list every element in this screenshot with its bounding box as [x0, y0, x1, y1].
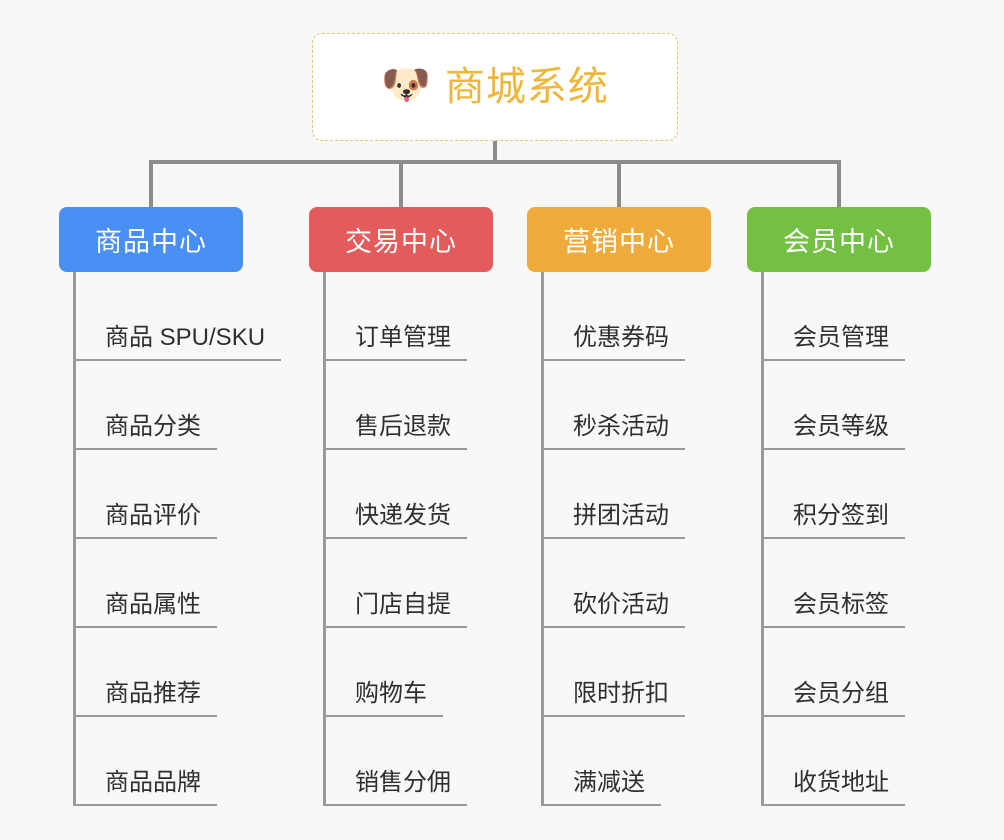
category-box-marketing-center[interactable]: 营销中心 — [527, 207, 711, 272]
list-item[interactable]: 售后退款 — [323, 361, 467, 450]
list-item[interactable]: 会员分组 — [761, 628, 905, 717]
list-item[interactable]: 会员等级 — [761, 361, 905, 450]
list-item[interactable]: 商品品牌 — [73, 717, 281, 806]
connector-root-stem — [493, 141, 497, 163]
list-item[interactable]: 限时折扣 — [541, 628, 685, 717]
list-item-label: 订单管理 — [323, 324, 467, 361]
list-item-label: 购物车 — [323, 680, 443, 717]
category-label: 交易中心 — [345, 227, 457, 257]
list-item[interactable]: 满减送 — [541, 717, 685, 806]
list-item[interactable]: 商品 SPU/SKU — [73, 272, 282, 361]
list-item-label: 商品品牌 — [73, 769, 217, 806]
list-item[interactable]: 积分签到 — [761, 450, 905, 539]
root-title: 商城系统 — [444, 65, 609, 109]
list-item-label: 收货地址 — [761, 769, 905, 806]
list-item-label: 会员管理 — [761, 324, 905, 361]
list-item-label: 商品属性 — [73, 591, 217, 628]
column-items-member-center: 会员管理会员等级积分签到会员标签会员分组收货地址 — [761, 272, 905, 806]
list-item[interactable]: 购物车 — [323, 628, 467, 717]
list-item[interactable]: 订单管理 — [323, 272, 467, 361]
list-item[interactable]: 商品分类 — [73, 361, 281, 450]
category-label: 会员中心 — [783, 227, 895, 257]
category-box-member-center[interactable]: 会员中心 — [747, 207, 931, 272]
list-item-label: 满减送 — [541, 769, 661, 806]
list-item-label: 售后退款 — [323, 413, 467, 450]
category-label: 营销中心 — [563, 227, 675, 257]
connector-drop-marketing-center — [617, 160, 621, 207]
list-item[interactable]: 快递发货 — [323, 450, 467, 539]
list-item-label: 商品分类 — [73, 413, 217, 450]
list-item[interactable]: 收货地址 — [761, 717, 905, 806]
list-item[interactable]: 砍价活动 — [541, 539, 685, 628]
list-item[interactable]: 会员标签 — [761, 539, 905, 628]
list-item[interactable]: 秒杀活动 — [541, 361, 685, 450]
category-label: 商品中心 — [95, 227, 207, 257]
list-item[interactable]: 拼团活动 — [541, 450, 685, 539]
list-item[interactable]: 门店自提 — [323, 539, 467, 628]
connector-drop-member-center — [837, 160, 841, 207]
column-items-marketing-center: 优惠券码秒杀活动拼团活动砍价活动限时折扣满减送 — [541, 272, 685, 806]
list-item[interactable]: 会员管理 — [761, 272, 905, 361]
list-item-label: 砍价活动 — [541, 591, 685, 628]
list-item-label: 商品推荐 — [73, 680, 217, 717]
dog-face-icon: 🐶 — [381, 63, 431, 107]
list-item-label: 积分签到 — [761, 502, 905, 539]
connector-drop-trade-center — [399, 160, 403, 207]
list-item[interactable]: 商品推荐 — [73, 628, 281, 717]
list-item-label: 拼团活动 — [541, 502, 685, 539]
list-item-label: 会员标签 — [761, 591, 905, 628]
list-item-label: 秒杀活动 — [541, 413, 685, 450]
column-items-product-center: 商品 SPU/SKU 商品分类商品评价商品属性商品推荐商品品牌 — [73, 272, 282, 806]
list-item-label: 销售分佣 — [323, 769, 467, 806]
category-box-trade-center[interactable]: 交易中心 — [309, 207, 493, 272]
list-item-label: 限时折扣 — [541, 680, 685, 717]
category-box-product-center[interactable]: 商品中心 — [59, 207, 243, 272]
root-node[interactable]: 🐶 商城系统 — [312, 33, 678, 141]
list-item-label: 商品评价 — [73, 502, 217, 539]
connector-horizontal-bar — [149, 160, 841, 164]
list-item[interactable]: 商品属性 — [73, 539, 281, 628]
list-item-label: 会员等级 — [761, 413, 905, 450]
list-item-label: 会员分组 — [761, 680, 905, 717]
list-item[interactable]: 销售分佣 — [323, 717, 467, 806]
list-item-label: 商品 SPU/SKU — [73, 324, 282, 361]
list-item-label: 快递发货 — [323, 502, 467, 539]
connector-drop-product-center — [149, 160, 153, 207]
list-item-label: 优惠券码 — [541, 324, 685, 361]
list-item[interactable]: 优惠券码 — [541, 272, 685, 361]
list-item[interactable]: 商品评价 — [73, 450, 281, 539]
list-item-label: 门店自提 — [323, 591, 467, 628]
column-items-trade-center: 订单管理售后退款快递发货门店自提购物车销售分佣 — [323, 272, 467, 806]
